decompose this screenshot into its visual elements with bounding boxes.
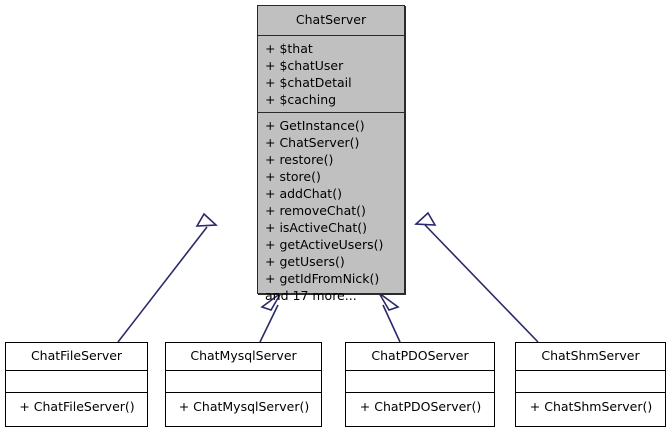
class-box-chatserver[interactable]: ChatServer + $that + $chatUser + $chatDe… (257, 5, 405, 303)
class-attribute: + $that (265, 40, 313, 56)
class-attributes-chatmysqlserver (166, 371, 321, 393)
class-attribute: + $caching (265, 91, 337, 107)
class-operation: + store() (265, 168, 321, 184)
class-attributes-chatpdoserver (346, 371, 494, 393)
class-operation: + GetInstance() (265, 117, 365, 133)
class-attributes-chatserver: + $that + $chatUser + $chatDetail + $cac… (258, 36, 404, 113)
class-box-chatfileserver[interactable]: ChatFileServer + ChatFileServer() (5, 342, 148, 427)
class-operations-chatpdoserver: + ChatPDOServer() (346, 393, 494, 421)
generalization-arrowhead-chatfileserver (195, 212, 218, 227)
class-operations-more-label: and 17 more... (265, 287, 357, 303)
class-box-chatshmserver[interactable]: ChatShmServer + ChatShmServer() (515, 342, 666, 427)
class-operations-chatserver: + GetInstance() + ChatServer() + restore… (258, 113, 404, 308)
class-title-chatserver: ChatServer (258, 6, 404, 36)
class-attributes-chatfileserver (6, 371, 147, 393)
class-attributes-chatshmserver (516, 371, 665, 393)
class-operation: + ChatFileServer() (19, 398, 135, 414)
class-operations-chatshmserver: + ChatShmServer() (516, 393, 665, 421)
class-title-chatmysqlserver: ChatMysqlServer (166, 343, 321, 371)
class-operation: + ChatServer() (265, 134, 360, 150)
class-operation: + restore() (265, 151, 334, 167)
class-operation: + ChatShmServer() (529, 398, 653, 414)
class-attribute: + $chatUser (265, 57, 344, 73)
class-operations-chatfileserver: + ChatFileServer() (6, 393, 147, 421)
class-title-chatpdoserver: ChatPDOServer (346, 343, 494, 371)
class-operation: + isActiveChat() (265, 219, 368, 235)
generalization-edge-chatmysqlserver (259, 304, 279, 343)
class-operations-chatmysqlserver: + ChatMysqlServer() (166, 393, 321, 421)
class-operation: + ChatMysqlServer() (178, 398, 310, 414)
class-attribute: + $chatDetail (265, 74, 352, 90)
generalization-edge-chatpdoserver (382, 304, 401, 343)
generalization-arrowhead-chatshmserver (414, 211, 437, 226)
class-operation: + getActiveUsers() (265, 236, 384, 252)
class-operation: + getUsers() (265, 253, 345, 269)
class-operation: + addChat() (265, 185, 342, 201)
generalization-edge-chatshmserver (424, 224, 539, 343)
class-title-chatfileserver: ChatFileServer (6, 343, 147, 371)
generalization-edge-chatfileserver (117, 226, 208, 343)
class-box-chatpdoserver[interactable]: ChatPDOServer + ChatPDOServer() (345, 342, 495, 427)
class-operation: + removeChat() (265, 202, 366, 218)
class-operation: + ChatPDOServer() (359, 398, 482, 414)
class-operation: + getIdFromNick() (265, 270, 380, 286)
class-title-chatshmserver: ChatShmServer (516, 343, 665, 371)
class-box-chatmysqlserver[interactable]: ChatMysqlServer + ChatMysqlServer() (165, 342, 322, 427)
